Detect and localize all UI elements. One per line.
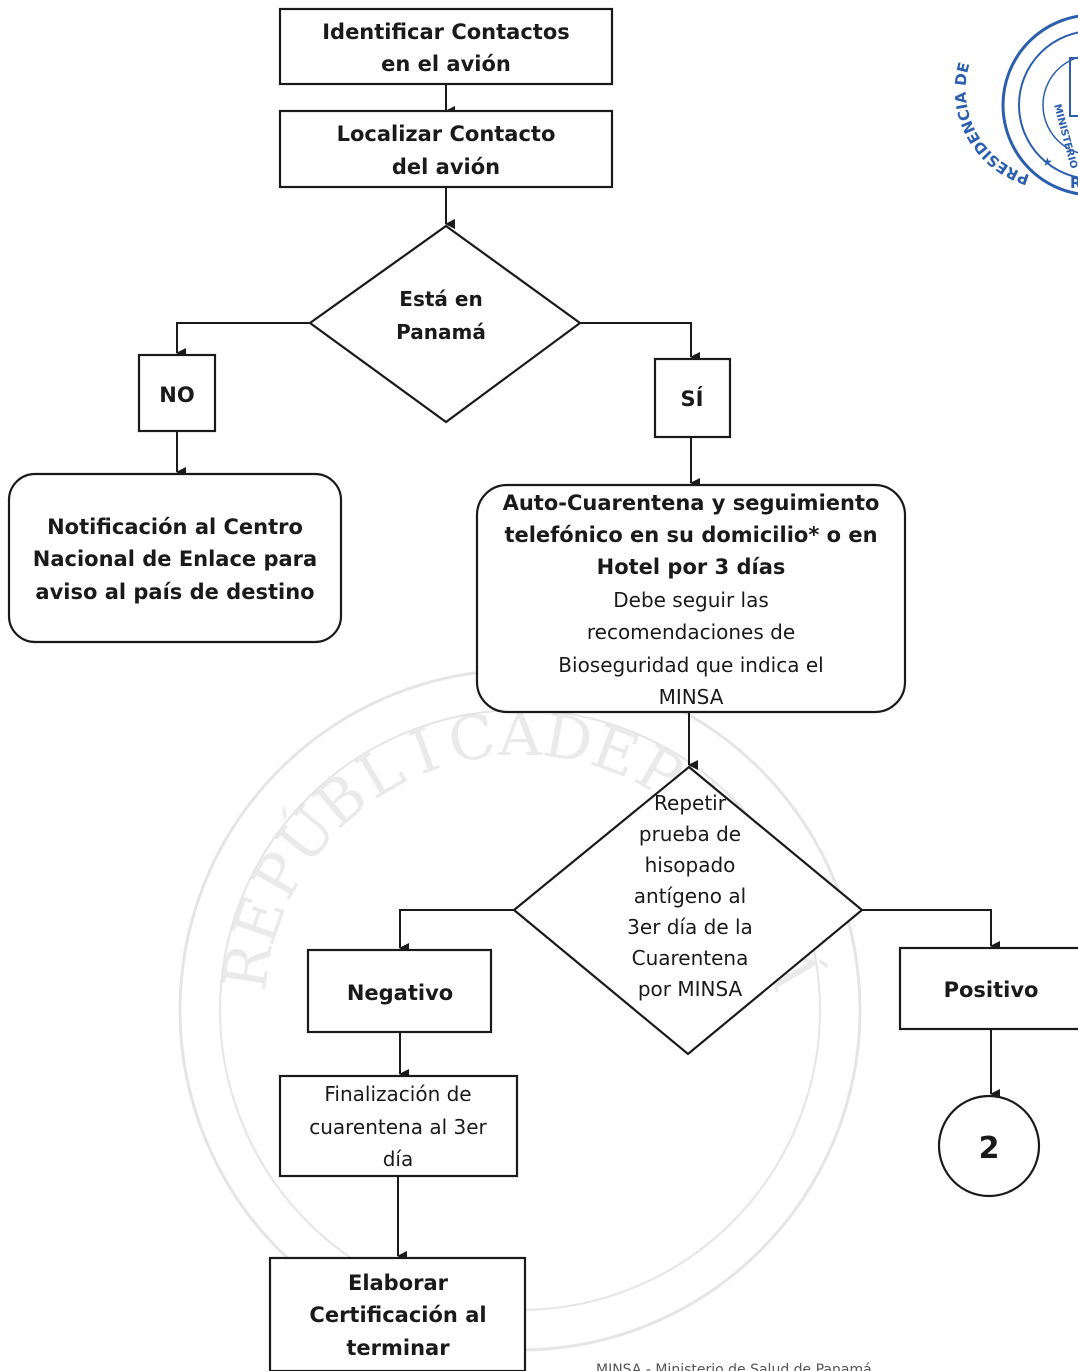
certification-line-2: Certificación al: [309, 1303, 486, 1327]
notification-line-2: Nacional de Enlace para: [33, 547, 317, 571]
watermark-seal: REPÚBLICADEPANAMÁ: [178, 668, 862, 1352]
node-end-quarantine: Finalización de cuarentena al 3er día: [278, 1074, 519, 1178]
retest-line-2: prueba de: [639, 822, 741, 846]
decision-in-panama-line-1: Está en: [399, 287, 482, 311]
retest-line-3: hisopado: [645, 853, 736, 877]
locate-contact-line-1: Localizar Contacto: [337, 122, 556, 146]
decision-retest: Repetir prueba de hisopado antígeno al 3…: [512, 765, 864, 1056]
connector-2-label: 2: [979, 1131, 1000, 1166]
result-positive: Positivo: [898, 946, 1078, 1031]
retest-line-7: por MINSA: [638, 977, 743, 1001]
watermark-letter: C: [443, 701, 500, 778]
certification-line-1: Elaborar: [348, 1271, 449, 1295]
node-identify-contacts: Identificar Contactos en el avión: [278, 7, 614, 86]
result-positive-label: Positivo: [944, 978, 1039, 1002]
seal-bottom-letter: R: [1070, 174, 1078, 192]
self-quarantine-bold-line-2: telefónico en su domicilio* o en: [504, 523, 877, 547]
watermark-letter: I: [402, 715, 448, 789]
notification-line-3: aviso al país de destino: [35, 580, 314, 604]
self-quarantine-bold-line-1: Auto-Cuarentena y seguimiento: [503, 491, 880, 515]
svg-text:PRESIDENCIA DE: PRESIDENCIA DE: [952, 60, 1032, 188]
seal-inner-text: MINISTERIO: [1051, 103, 1078, 170]
result-negative-label: Negativo: [347, 981, 453, 1005]
self-quarantine-line-5: recomendaciones de: [587, 620, 795, 644]
footer-text: MINSA - Ministerio de Salud de Panamá: [596, 1362, 872, 1371]
connector-2: 2: [937, 1094, 1041, 1198]
connectors: [176, 84, 1000, 1261]
branch-no-label: NO: [159, 383, 194, 407]
retest-line-5: 3er día de la: [627, 915, 753, 939]
self-quarantine-line-7: MINSA: [659, 685, 724, 709]
end-quarantine-line-1: Finalización de: [324, 1082, 471, 1106]
identify-contacts-line-1: Identificar Contactos: [322, 20, 570, 44]
branch-yes-label: SÍ: [681, 386, 704, 411]
node-locate-contact: Localizar Contacto del avión: [278, 109, 614, 189]
presidency-seal: PRESIDENCIA DE MINISTERIO R ★: [952, 14, 1078, 196]
self-quarantine-line-6: Bioseguridad que indica el: [558, 653, 823, 677]
node-certification: Elaborar Certificación al terminar: [268, 1256, 527, 1371]
end-quarantine-line-3: día: [383, 1147, 414, 1171]
self-quarantine-bold-line-3: Hotel por 3 días: [597, 555, 786, 579]
node-notification: Notificación al Centro Nacional de Enlac…: [7, 472, 343, 644]
end-quarantine-line-2: cuarentena al 3er: [309, 1115, 487, 1139]
locate-contact-line-2: del avión: [392, 155, 500, 179]
notification-line-1: Notificación al Centro: [47, 515, 303, 539]
retest-line-1: Repetir: [654, 791, 727, 815]
decision-in-panama: Está en Panamá: [308, 224, 582, 424]
result-negative: Negativo: [306, 948, 493, 1034]
self-quarantine-line-4: Debe seguir las: [613, 588, 769, 612]
node-self-quarantine: Auto-Cuarentena y seguimiento telefónico…: [475, 483, 907, 714]
decision-in-panama-line-2: Panamá: [396, 320, 486, 344]
seal-text: PRESIDENCIA DE: [952, 60, 1032, 188]
svg-text:★: ★: [1042, 155, 1053, 169]
identify-contacts-line-2: en el avión: [381, 52, 511, 76]
branch-no: NO: [137, 353, 217, 433]
certification-line-3: terminar: [346, 1336, 450, 1360]
retest-line-6: Cuarentena: [632, 946, 749, 970]
branch-yes: SÍ: [653, 357, 732, 439]
retest-line-4: antígeno al: [634, 884, 746, 908]
